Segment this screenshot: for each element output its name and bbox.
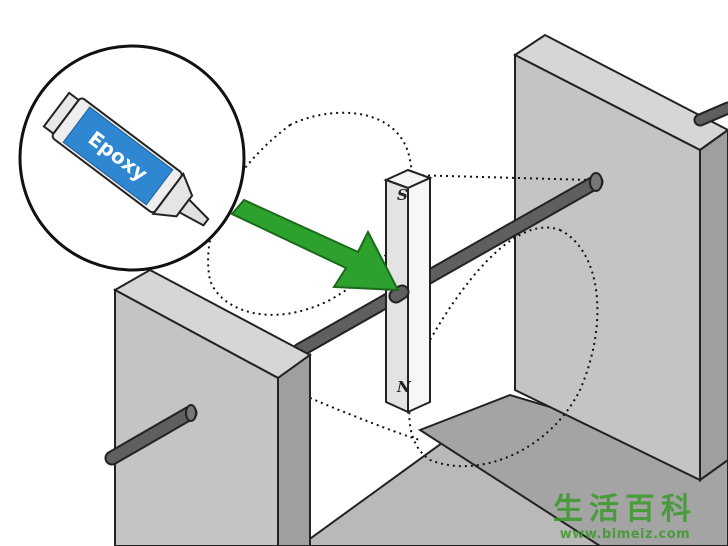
axle-front-segment bbox=[388, 284, 410, 304]
magnet-south-label: S bbox=[397, 186, 408, 204]
right-stand bbox=[513, 33, 728, 482]
left-axle-stub bbox=[104, 404, 198, 466]
main-axle bbox=[292, 172, 604, 358]
epoxy-callout: Epoxy bbox=[18, 44, 246, 272]
left-stand bbox=[112, 268, 312, 546]
right-axle-stub bbox=[693, 101, 728, 127]
magnet-north-label: N bbox=[396, 378, 412, 396]
green-arrow bbox=[230, 198, 400, 292]
watermark-chinese: 生活百科 bbox=[553, 492, 697, 527]
epoxy-tube: Epoxy bbox=[42, 91, 210, 227]
watermark-url: www.bimeiz.com bbox=[559, 527, 691, 542]
watermark: 生活百科 www.bimeiz.com bbox=[530, 492, 720, 543]
